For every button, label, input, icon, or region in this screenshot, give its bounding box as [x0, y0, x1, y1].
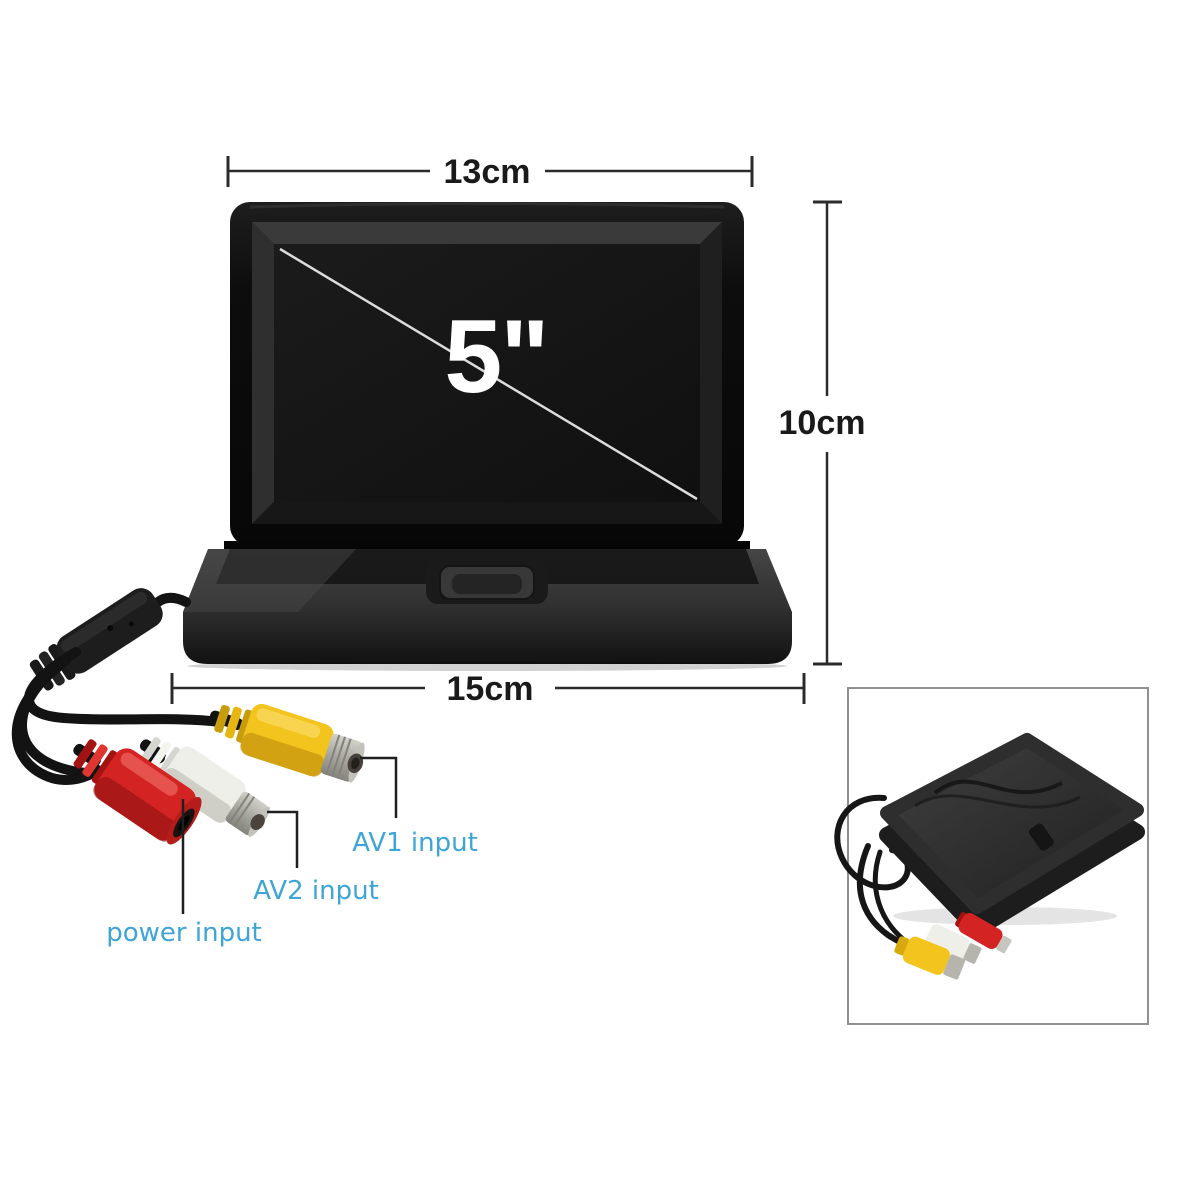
av1-pointer-line — [360, 756, 398, 818]
inset-latch-tab — [1028, 823, 1054, 851]
splitter-highlight — [60, 591, 148, 653]
screen-size-label: 5" — [444, 299, 547, 415]
screen-bevel-left — [252, 222, 274, 524]
strain-relief-rib — [149, 741, 171, 769]
strand-to-power — [11, 662, 103, 785]
monitor-open-view: 5" — [183, 202, 792, 671]
body-highlight — [256, 708, 321, 738]
connector-body — [94, 748, 196, 841]
body-shade — [240, 732, 325, 777]
barrel-ridges — [325, 734, 352, 779]
metal-tip — [943, 954, 966, 980]
splitter-dot — [128, 621, 134, 627]
inset-red-connector — [955, 912, 1012, 954]
base-top-sheen — [183, 549, 356, 612]
strain-relief-rib — [214, 704, 230, 733]
strain-relief-rib — [73, 739, 97, 769]
metal-tip — [996, 935, 1012, 954]
bezel-top-gloss — [249, 202, 725, 209]
inset-lid-curve — [914, 794, 1081, 809]
av2-pointer-line — [267, 810, 299, 868]
power-connector-red — [73, 739, 202, 845]
power-input-label: power input — [106, 918, 262, 948]
cable-harness — [11, 588, 365, 845]
base-shadow — [187, 661, 787, 671]
dimension-lines — [170, 156, 842, 704]
inset-folded-view — [834, 687, 1149, 1025]
strain-relief-rib — [141, 737, 161, 761]
body-shade — [93, 777, 177, 842]
inset-yellow-connector — [894, 936, 966, 980]
screen-bevel-right — [700, 222, 722, 524]
dim-base-label: 15cm — [447, 670, 534, 708]
inset-cable — [872, 849, 907, 943]
base-front-face — [183, 612, 792, 664]
barrel-hole-inner — [351, 757, 360, 770]
inset-device-lid — [880, 733, 1144, 914]
strain-relief-rib — [91, 750, 119, 785]
screen-bevel-top — [252, 222, 722, 244]
latch-tab-inner — [452, 574, 522, 594]
dim-width-label: 13cm — [444, 153, 531, 191]
inset-white-connector — [925, 924, 982, 964]
av1-connector-yellow — [209, 703, 365, 783]
connector-body — [902, 936, 950, 975]
screen-diagonal-line — [279, 247, 698, 501]
strain-relief-rib — [224, 706, 242, 739]
connector-body — [925, 924, 970, 960]
metal-tip — [963, 943, 982, 964]
dim-height-label: 10cm — [779, 404, 866, 442]
callout-lines — [181, 756, 398, 914]
barrel-hole — [250, 814, 265, 830]
barrel-ridges — [228, 792, 256, 828]
av1-input-label: AV1 input — [352, 828, 478, 858]
inset-lid-curve — [933, 779, 1063, 795]
connector-body — [958, 913, 1003, 949]
strain-relief-rib — [158, 747, 181, 776]
screen-bevel-bottom — [252, 502, 722, 524]
inset-latch — [1028, 823, 1054, 851]
body-highlight — [120, 752, 178, 796]
strain-relief-rib — [82, 744, 108, 777]
splitter-dot — [107, 625, 114, 632]
main-cable — [153, 592, 191, 607]
av2-input-label: AV2 input — [253, 876, 379, 906]
